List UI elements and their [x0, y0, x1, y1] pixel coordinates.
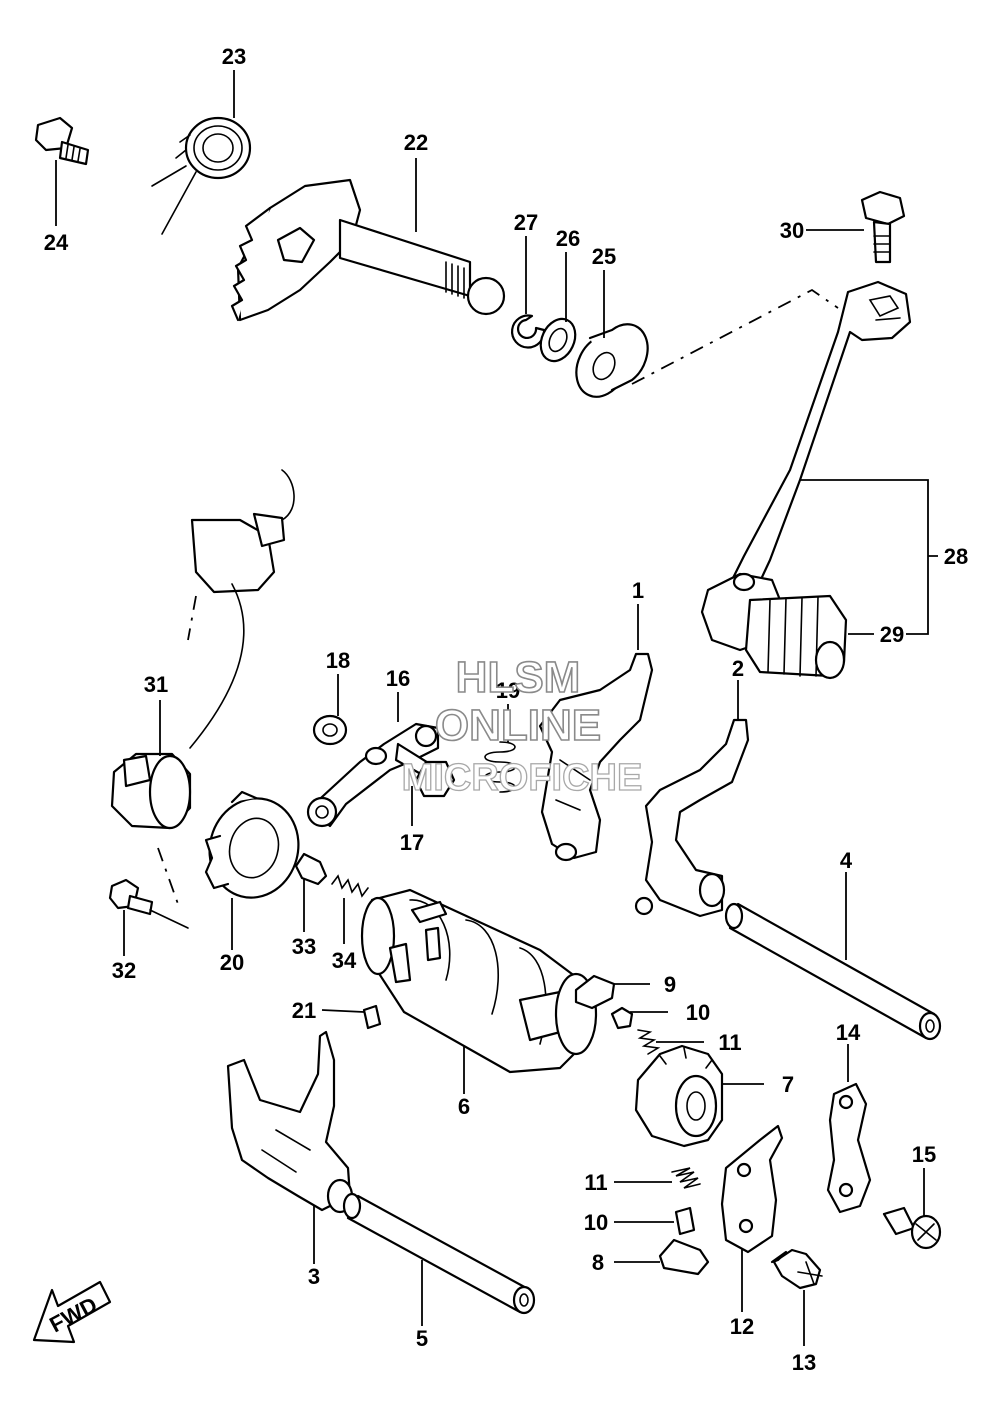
- part-gearshift-cam-6: [360, 888, 598, 1074]
- callout-17: 17: [400, 830, 424, 855]
- callout-24: 24: [44, 230, 69, 255]
- part-screw-32: [108, 847, 189, 929]
- part-fork-shaft-4: [724, 902, 942, 1041]
- callout-11-upper: 11: [718, 1030, 741, 1055]
- part-pin-21: [362, 1004, 382, 1030]
- part-gear-position-sensor-31: [110, 469, 295, 830]
- watermark: HLSM ONLINE MICROFICHE: [401, 652, 643, 799]
- watermark-line-1: HLSM: [456, 653, 581, 702]
- part-pin-33: [294, 852, 328, 886]
- callout-20: 20: [220, 950, 244, 975]
- callout-21: 21: [292, 998, 316, 1023]
- part-shift-fork-2: [634, 718, 750, 918]
- part-circlip-27: [510, 314, 546, 349]
- callout-26: 26: [556, 226, 580, 251]
- callout-15: 15: [912, 1142, 936, 1167]
- watermark-line-3: MICROFICHE: [402, 757, 643, 799]
- part-shift-fork-1: [538, 652, 654, 862]
- callout-34: 34: [332, 948, 357, 973]
- part-bolt-24: [34, 116, 90, 166]
- callout-11-lower: 11: [584, 1170, 607, 1195]
- part-bearing-25: [575, 323, 649, 398]
- part-spring-11-lower: [671, 1167, 701, 1189]
- part-cam-guide-12: [720, 1124, 784, 1254]
- callout-33: 33: [292, 934, 316, 959]
- callout-32: 32: [112, 958, 136, 983]
- part-spring-19: [484, 741, 516, 793]
- callout-12: 12: [730, 1314, 754, 1339]
- part-washer-18: [312, 714, 348, 746]
- fwd-direction-arrow: FWD: [32, 1280, 112, 1344]
- callout-4: 4: [840, 848, 853, 873]
- callout-numbers: 1 2 3 4 5 6 7 8 9 10 10 11 11 12 13 14 1…: [44, 44, 968, 1375]
- part-stopper-plate-7: [634, 1044, 724, 1148]
- callout-28: 28: [944, 544, 968, 569]
- callout-30: 30: [780, 218, 804, 243]
- callout-2: 2: [732, 656, 744, 681]
- part-screw-15: [882, 1206, 942, 1250]
- callout-7: 7: [782, 1072, 794, 1097]
- part-cam-plate-20: [204, 790, 300, 899]
- arrow-left-down-icon: [32, 1280, 112, 1344]
- callout-16: 16: [386, 666, 410, 691]
- callout-13: 13: [792, 1350, 816, 1375]
- part-washer-26: [539, 317, 577, 363]
- part-gearshift-shaft-22: [230, 178, 506, 322]
- part-pawl-lifter-14: [826, 1082, 872, 1214]
- callout-29: 29: [880, 622, 904, 647]
- part-screw-13: [770, 1248, 823, 1290]
- watermark-line-2: ONLINE: [435, 701, 601, 750]
- callout-31: 31: [144, 672, 168, 697]
- callout-25: 25: [592, 244, 616, 269]
- callout-6: 6: [458, 1094, 470, 1119]
- part-fork-shaft-5: [342, 1192, 536, 1315]
- leader-lines: [55, 70, 938, 1346]
- callout-10-lower: 10: [584, 1210, 608, 1235]
- callout-5: 5: [416, 1326, 428, 1351]
- callout-3: 3: [308, 1264, 320, 1289]
- part-shift-fork-3: [226, 1030, 354, 1214]
- callout-19: 19: [496, 678, 520, 703]
- part-pin-10-lower: [674, 1206, 696, 1236]
- part-pin-8: [658, 1238, 710, 1276]
- callout-23: 23: [222, 44, 246, 69]
- part-spring-23: [151, 116, 252, 235]
- callout-27: 27: [514, 210, 538, 235]
- callout-8: 8: [592, 1250, 604, 1275]
- callout-1: 1: [632, 578, 644, 603]
- part-pin-9: [574, 974, 616, 1010]
- part-pin-10-upper: [610, 1006, 634, 1030]
- part-bolt-30: [860, 190, 906, 264]
- part-spring-11-upper: [637, 1029, 661, 1055]
- callout-10-upper: 10: [686, 1000, 710, 1025]
- callout-14: 14: [836, 1020, 861, 1045]
- callout-9: 9: [664, 972, 676, 997]
- callout-18: 18: [326, 648, 350, 673]
- part-bolt-17: [394, 742, 456, 798]
- callout-22: 22: [404, 130, 428, 155]
- part-spring-34: [331, 874, 369, 898]
- part-gearshift-lever-28: [700, 280, 912, 680]
